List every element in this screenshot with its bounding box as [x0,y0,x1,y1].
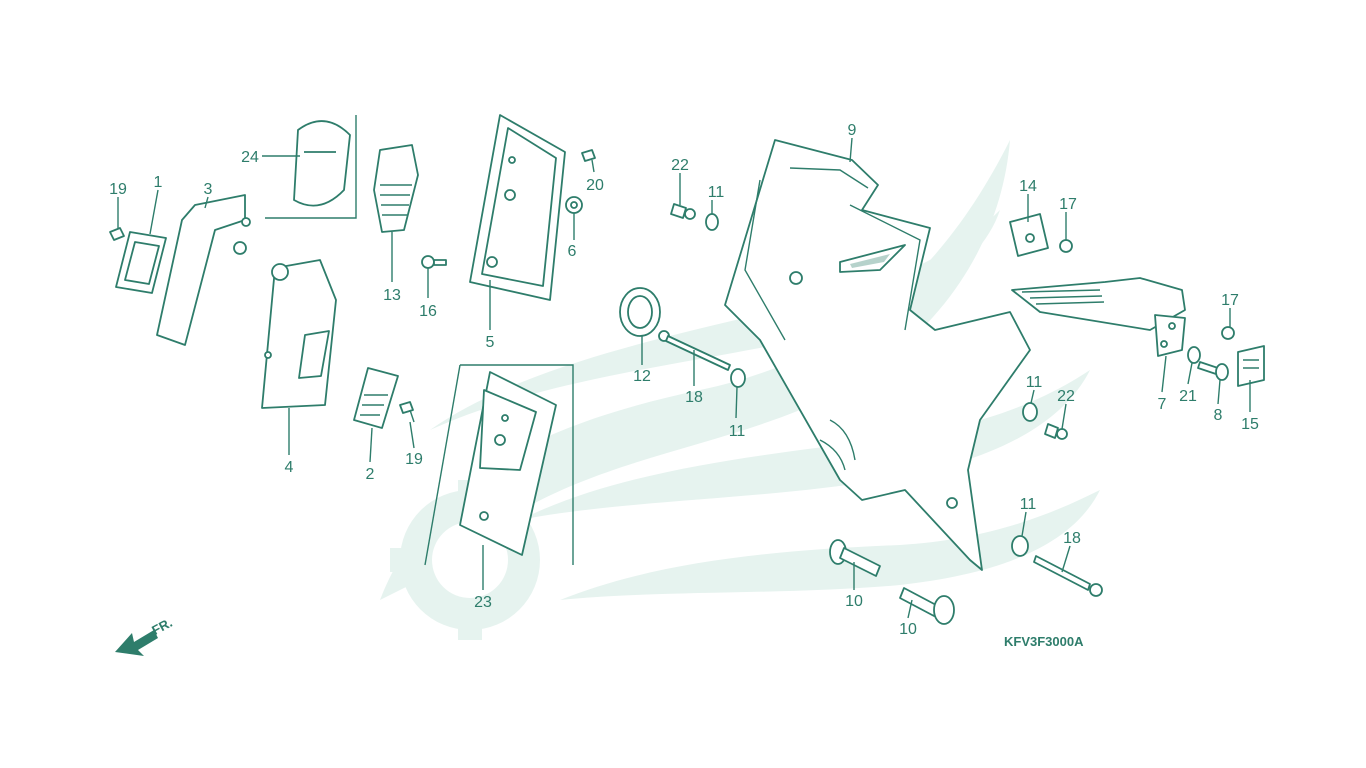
part-front-panel-5 [469,114,566,301]
part-long-bolt-18-left [658,330,731,371]
part-floor-step-7 [1011,277,1186,357]
callout-10-left: 10 [845,593,863,610]
callout-11-lower: 11 [1020,496,1037,513]
callout-22-right: 22 [1057,388,1075,405]
callout-9: 9 [848,122,857,139]
callout-10-right: 10 [899,621,917,638]
callout-6: 6 [568,243,577,260]
part-long-bolt-18-right [1033,555,1103,597]
part-bolt-22-top [670,203,696,220]
part-leg-shield-9 [724,139,1031,571]
part-clip-16 [421,255,447,269]
group-bracket-lines [265,115,574,566]
part-collar-10-right [899,587,955,625]
callout-13: 13 [383,287,401,304]
part-washer-11-top [705,213,719,231]
part-collar-10-left [829,539,881,577]
part-inner-panel-23 [459,371,557,556]
part-bolt-22-right [1044,423,1068,440]
diagram-code: KFV3F3000A [1004,634,1084,649]
callout-11-left: 11 [729,423,746,440]
callout-2: 2 [366,466,375,483]
callout-21: 21 [1179,388,1197,405]
callout-23: 23 [474,594,492,611]
callout-16: 16 [419,303,437,320]
callout-5: 5 [486,334,495,351]
part-bracket-3 [156,194,251,346]
callout-19-center: 19 [405,451,423,468]
callout-4: 4 [285,459,294,476]
callout-22-top: 22 [671,157,689,174]
callout-17-right: 17 [1221,292,1239,309]
callout-8: 8 [1214,407,1223,424]
callout-20: 20 [586,177,604,194]
part-screw-19-center [399,401,415,423]
part-screw-19-left [109,227,125,241]
part-emblem-cover-24 [293,120,351,207]
callout-11-right: 11 [1026,374,1043,391]
part-reflector-2 [353,367,399,429]
part-side-cover-4 [261,259,337,409]
part-washer-11-right [1022,402,1038,422]
part-reflector-1 [115,231,167,294]
part-bolt-8 [1197,361,1229,381]
callout-18-left: 18 [685,389,703,406]
part-cover-15 [1237,345,1265,387]
callout-7: 7 [1158,396,1167,413]
part-washer-11-lower [1011,535,1029,557]
callout-17-top: 17 [1059,196,1077,213]
callout-24: 24 [241,149,259,166]
callout-18-right: 18 [1063,530,1081,547]
callout-15: 15 [1241,416,1259,433]
callout-11-top: 11 [708,184,725,201]
callout-leaders [117,137,1251,619]
part-nut-6 [565,196,583,214]
part-nut-17-right [1221,326,1235,340]
callout-12: 12 [633,368,651,385]
callout-3: 3 [204,181,213,198]
front-direction-arrow-icon: FR. [115,615,175,656]
part-nut-17-top [1059,239,1073,253]
part-washer-21 [1187,346,1201,364]
callout-14: 14 [1019,178,1037,195]
part-front-emblem-13 [373,144,419,233]
part-grommet-12 [619,287,661,337]
callout-labels: 19 1 3 24 13 16 5 20 6 4 2 19 23 22 11 1… [109,122,1259,638]
callout-19-left: 19 [109,181,127,198]
part-screw-20 [581,149,596,162]
part-plate-14 [1009,213,1049,257]
part-washer-11-left [730,368,746,388]
callout-1: 1 [154,174,163,191]
